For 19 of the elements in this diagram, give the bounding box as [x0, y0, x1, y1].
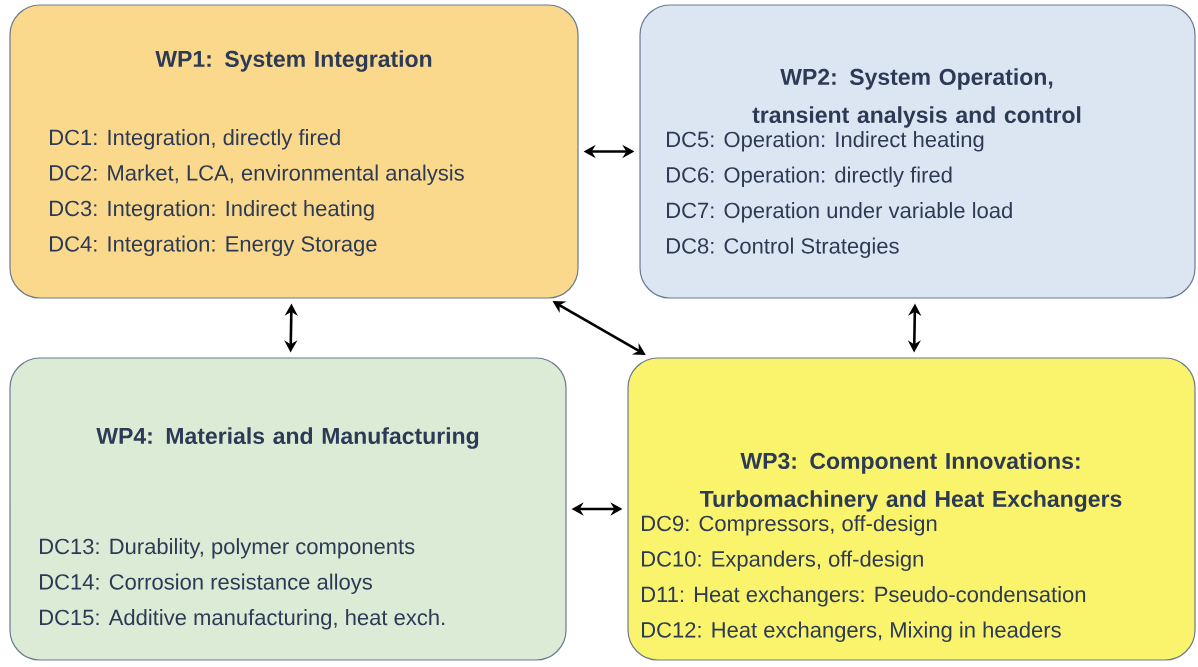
list-item: DC5: Operation: Indirect heating: [667, 131, 984, 152]
list-item: DC10: Expanders, off-design: [642, 550, 923, 572]
list-item: DC8: Control Strategies: [667, 237, 899, 259]
list-item: DC2: Market, LCA, environmental analysis: [50, 164, 464, 186]
box-heading: WP2: System Operation, transient analysis and control: [752, 68, 1081, 128]
box-heading: WP4: Materials and Manufacturing: [96, 427, 479, 449]
box-heading: WP1: System Integration: [155, 50, 432, 72]
list-item: DC13: Durability, polymer components: [40, 538, 415, 559]
list-item: DC6: Operation: directly fired: [667, 166, 952, 188]
list-item: DC7: Operation under variable load: [667, 202, 1012, 223]
list-item: D11: Heat exchangers: Pseudo-condensation: [642, 586, 1086, 607]
list-item: DC9: Compressors, off-design: [642, 515, 937, 536]
list-item: DC15: Additive manufacturing, heat exch.: [40, 609, 445, 630]
list-item: DC4: Integration: Energy Storage: [50, 235, 377, 257]
list-item: DC3: Integration: Indirect heating: [50, 200, 374, 221]
list-item: DC14: Corrosion resistance alloys: [40, 573, 372, 595]
list-item: DC1: Integration, directly fired: [50, 129, 340, 150]
box-heading: WP3: Component Innovations: Turbomachinery and Heat Exchangers: [699, 452, 1122, 512]
list-item: DC12: Heat exchangers, Mixing in headers: [642, 621, 1061, 643]
